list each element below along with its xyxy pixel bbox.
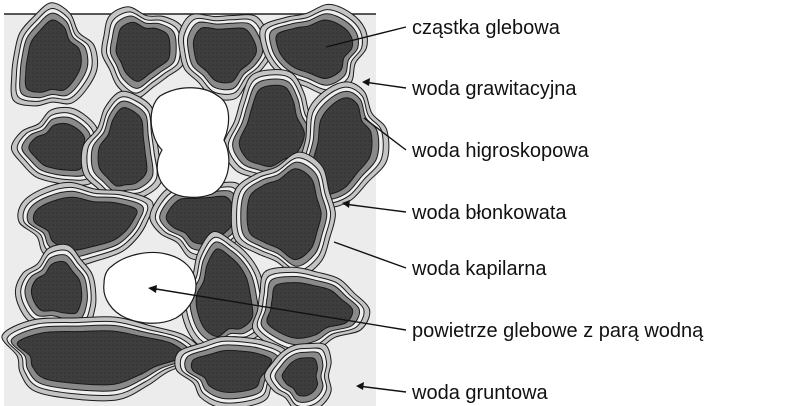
label-hygroscopic-water: woda higroskopowa [411,140,590,162]
label-soil-particle: cząstka glebowa [412,17,561,39]
label-film-water: woda błonkowata [411,202,567,224]
label-capillary-water: woda kapilarna [411,258,547,280]
label-groundwater: woda gruntowa [411,382,549,404]
label-gravitational-water: woda grawitacyjna [411,78,577,100]
label-soil-air: powietrze glebowe z parą wodną [412,320,704,342]
labels: cząstka glebowa woda grawitacyjna woda h… [411,17,704,404]
air-pocket-upper [151,88,229,198]
